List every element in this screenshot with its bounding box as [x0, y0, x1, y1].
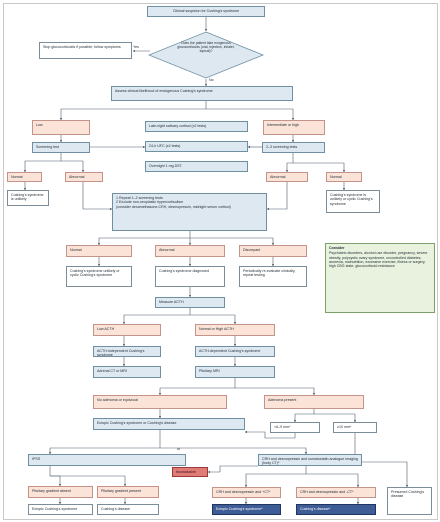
low-likelihood-box: Low	[32, 120, 90, 135]
normal-right-box: Normal	[326, 172, 362, 182]
unlikely-cyclic-mid-box: Cushing's syndrome unlikely or cyclic Cu…	[66, 266, 132, 287]
inconclusive-box: Inconclusive	[172, 467, 208, 477]
glucocorticoids-question: Does the patient take exogenous glucocor…	[177, 41, 235, 54]
presumed-disease-box: Presumed Cushing's disease	[387, 487, 432, 515]
consider-body: Psychiatric disorders, alcohol use disor…	[329, 251, 428, 269]
ufc-box: 24-h UFC (x2 tests)	[145, 141, 248, 152]
lt-6-9mm-box: <6–9 mm*	[270, 422, 320, 433]
late-night-cortisol-box: Late-night salivary cortisol (x2 tests)	[145, 121, 248, 132]
discrepant-box: Discrepant	[239, 245, 307, 257]
adenoma-present-box: Adenoma present	[264, 395, 364, 409]
dst-box: Overnight 1 mg DST	[145, 161, 248, 172]
ipss-box: IPSS	[28, 454, 186, 466]
glucocorticoids-decision-diamond: Does the patient take exogenous glucocor…	[148, 31, 264, 79]
low-acth-box: Low ACTH	[93, 324, 161, 336]
unlikely-left-box: Cushing's syndrome is unlikely	[7, 190, 49, 206]
no-adenoma-box: No adenoma or equivocal	[93, 395, 227, 409]
intermediate-high-box: Intermediate or high	[263, 120, 325, 135]
unlikely-cyclic-right-box: Cushing's syndrome is unlikely or cyclic…	[326, 190, 380, 213]
pituitary-gradient-absent-box: Pituitary gradient absent	[28, 486, 93, 498]
ectopic-right-box: Ectopic Cushing's syndrome*	[212, 504, 281, 515]
decision-diamond-shape	[148, 31, 264, 79]
periodic-reevaluate-box: Periodically re-evaluate clinically, rep…	[239, 266, 307, 287]
abnormal-right-box: Abnormal	[266, 172, 308, 182]
screening-test-box: Screening test	[32, 142, 90, 153]
gt-10mm-box: ≥10 mm*	[333, 422, 377, 433]
repeat-screening-box: 1 Repeat 1–2 screening tests 2 Exclude n…	[112, 193, 267, 231]
crh-positive-ct-box: CRH and desmopressin and +CT*	[212, 487, 281, 498]
clinical-suspicion-box: Clinical suspicion for Cushing's syndrom…	[147, 6, 265, 17]
measure-acth-box: Measure ACTH	[155, 297, 225, 308]
consider-title: Consider	[329, 246, 345, 250]
crh-negative-ct-box: CRH and desmopressin and -CT*	[296, 487, 376, 498]
disease-right-box: Cushing's disease*	[296, 504, 376, 515]
assess-likelihood-box: Assess clinical likelihood of endogenous…	[111, 86, 293, 101]
screening-tests-2-3-box: 2–3 screening tests	[262, 142, 325, 153]
ectopic-left-box: Ectopic Cushing's syndrome	[28, 504, 93, 515]
diagnosed-box: Cushing's syndrome diagnosed	[155, 266, 225, 287]
pituitary-mri-box: Pituitary MRI	[195, 366, 275, 378]
normal-left-box: Normal	[7, 172, 42, 182]
yes-label: Yes	[133, 45, 139, 49]
ct-imaging-box: CRH and desmopressin and somatostatin an…	[258, 454, 362, 466]
abnormal-mid-box: Abnormal	[155, 245, 225, 257]
normal-mid-box: Normal	[66, 245, 132, 257]
acth-independent-box: ACTH-independent Cushing's syndrome	[93, 346, 161, 357]
or-label: or	[177, 447, 181, 451]
no-label: No	[209, 78, 214, 82]
diagram-frame	[3, 3, 438, 520]
consider-box: Consider Psychiatric disorders, alcohol …	[325, 243, 435, 313]
abnormal-left-box: Abnormal	[65, 172, 103, 182]
acth-dependent-box: ACTH-dependent Cushing's syndrome	[195, 346, 275, 357]
normal-high-acth-box: Normal or High ACTH	[195, 324, 275, 336]
disease-left-box: Cushing's disease	[97, 504, 159, 515]
adrenal-ct-box: Adrenal CT or MRI	[93, 366, 161, 378]
stop-glucocorticoids-box: Stop glucocorticoids if possible; follow…	[39, 42, 132, 59]
ectopic-or-disease-box: Ectopic Cushing's syndrome or Cushing's …	[93, 418, 245, 430]
pituitary-gradient-present-box: Pituitary gradient present	[97, 486, 159, 498]
